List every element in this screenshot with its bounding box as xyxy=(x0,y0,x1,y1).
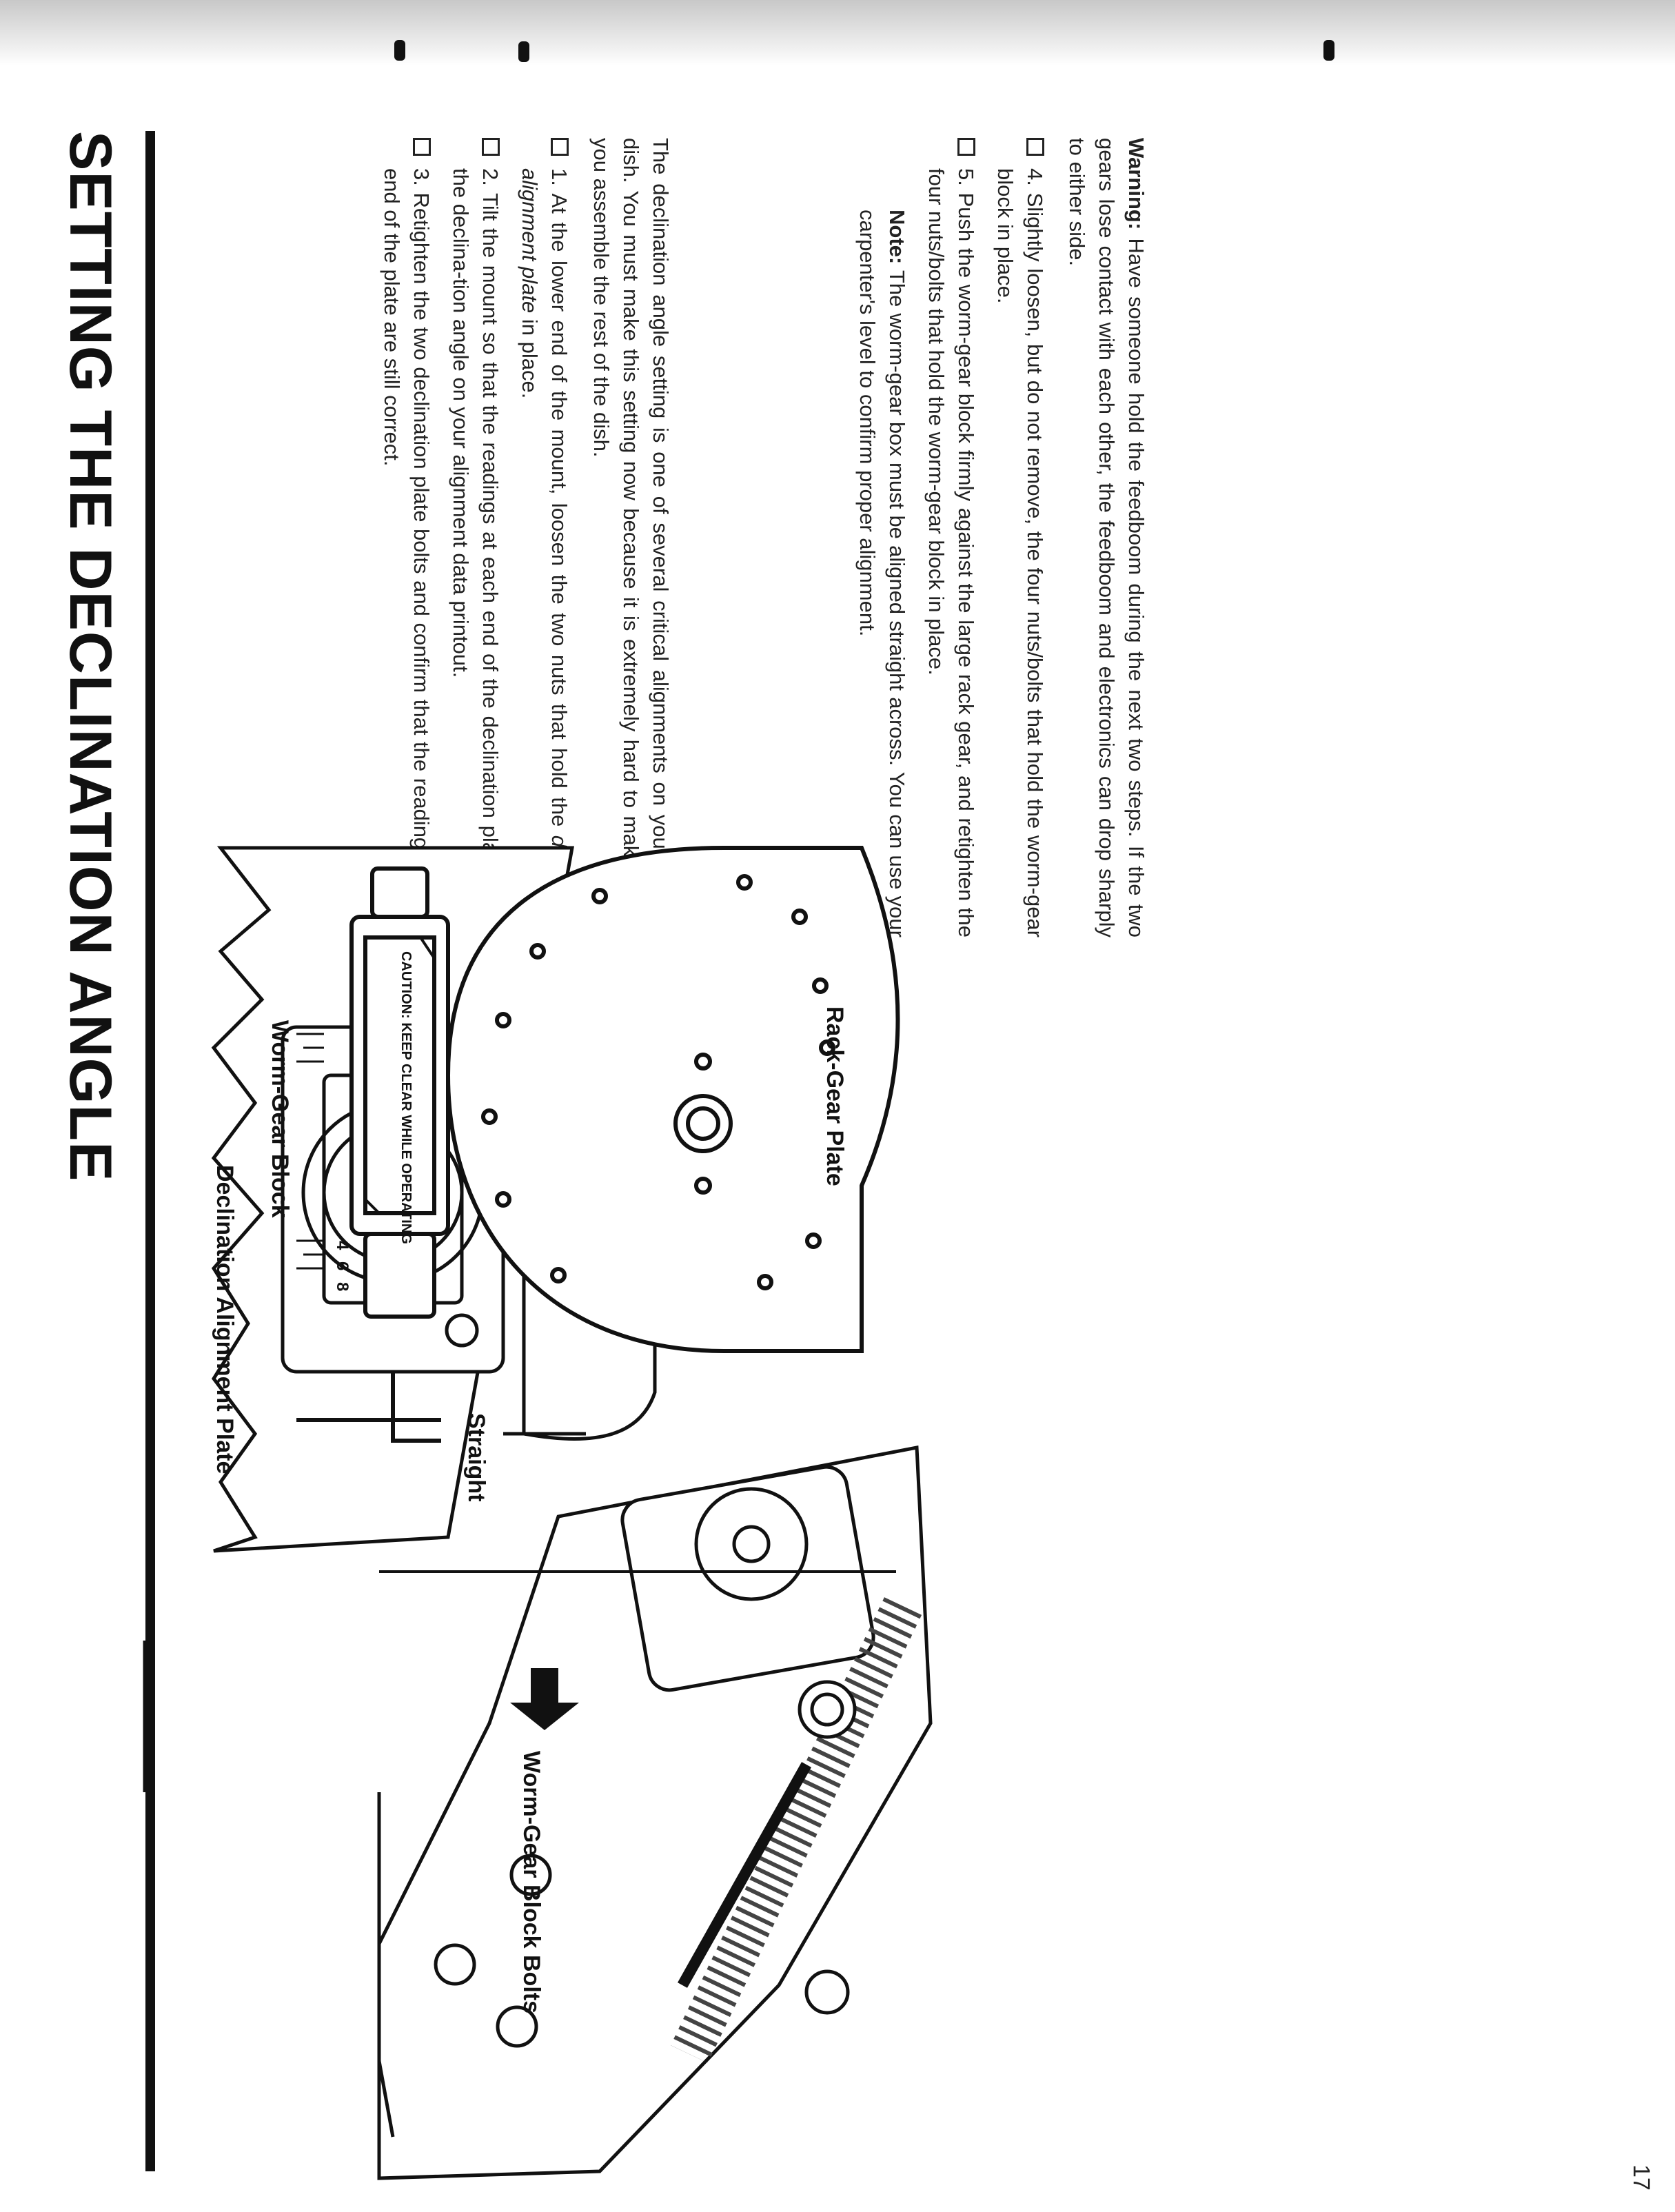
binder-hole xyxy=(518,41,529,62)
label-rack-gear-plate: Rack-Gear Plate xyxy=(822,1006,848,1186)
arrow-icon xyxy=(510,1668,579,1730)
scan-edge xyxy=(0,0,1675,65)
scale-label-6: 6 xyxy=(333,1261,352,1271)
label-declination-plate: Declination Alignment Plate xyxy=(212,1165,238,1474)
scale-label-4: 4 xyxy=(333,1241,352,1250)
label-worm-gear-block: Worm-Gear Block xyxy=(267,1020,293,1218)
label-caution: CAUTION: KEEP CLEAR WHILE OPERATING xyxy=(398,951,414,1244)
rack-gear-plate-illustration xyxy=(296,846,900,1443)
binder-hole xyxy=(394,40,405,61)
worm-gear-bolts-illustration xyxy=(143,1445,933,2180)
label-worm-gear-bolts: Worm-Gear Block Bolts xyxy=(518,1751,545,2014)
label-straight: Straight xyxy=(463,1413,489,1502)
page-number: 17 xyxy=(1628,2164,1654,2191)
scale-label-8: 8 xyxy=(333,1282,352,1292)
binder-hole xyxy=(1323,40,1334,61)
